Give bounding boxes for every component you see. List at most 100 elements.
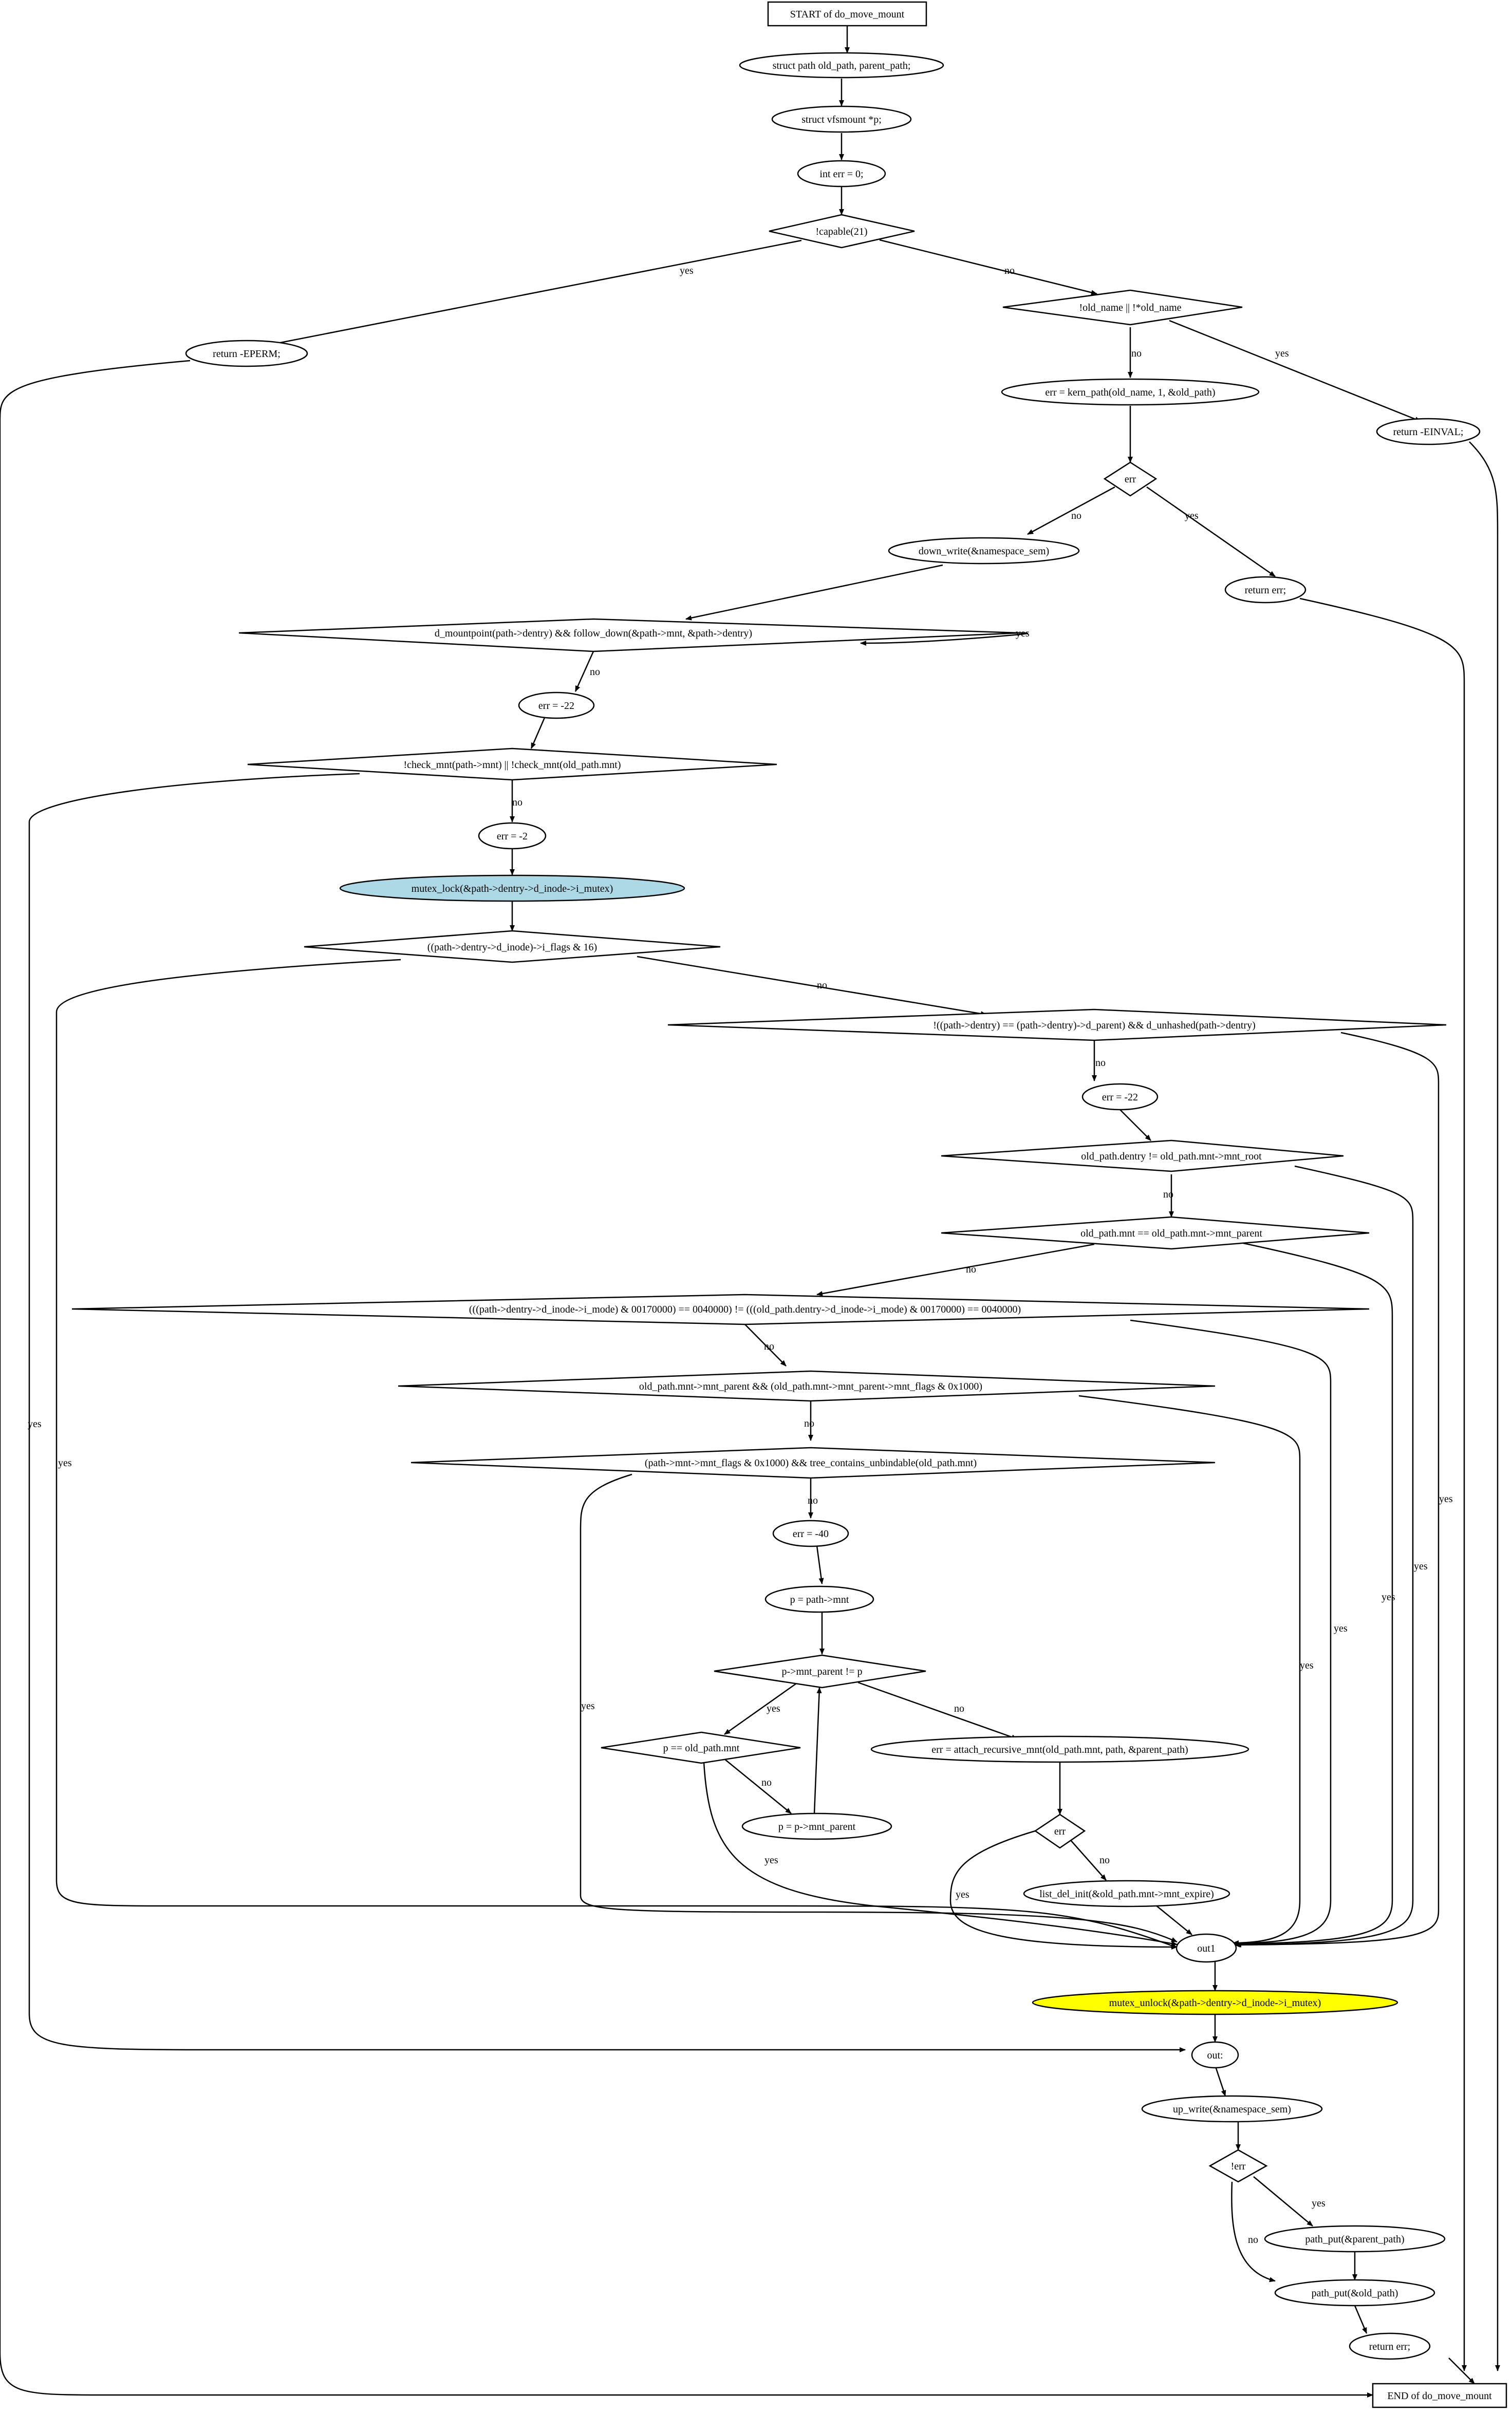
edge-unhashed-out1: [1235, 1032, 1440, 1948]
label-nerr-yes: yes: [1312, 2198, 1326, 2209]
p-next-node: p = p->mnt_parent: [741, 1812, 892, 1840]
edge-oldname-einval: [1169, 320, 1421, 422]
edge-einval-end: [1469, 441, 1500, 2371]
label-shared-no: no: [804, 1418, 814, 1429]
put-parent-node: path_put(&parent_path): [1264, 2225, 1446, 2253]
edge-pnext-loop: [813, 1687, 822, 1814]
edge-eperm-end: [0, 360, 1373, 2398]
ret-err2-label: return err;: [1369, 2341, 1411, 2352]
edge-peq-out1: [703, 1762, 1178, 1947]
edge-reterr-end: [1299, 597, 1467, 2371]
err-check2-node: err: [1034, 1813, 1086, 1849]
edge-mp-loop: [860, 632, 1029, 646]
p-eq-check-node: p == old_path.mnt: [601, 1731, 801, 1764]
unhashed-node: !((path->dentry) == (path->dentry)->d_pa…: [667, 1008, 1447, 1041]
label-mp-no: no: [590, 666, 600, 678]
loop-check-node: p->mnt_parent != p: [714, 1654, 926, 1689]
edge-type-out1: [1130, 1319, 1332, 1946]
edge-err2-out1: [949, 1830, 1178, 1950]
p-assign-node: p = path->mnt: [764, 1585, 874, 1613]
ret-eperm-label: return -EPERM;: [213, 348, 281, 360]
label-cap-yes: yes: [680, 265, 694, 276]
mutex-lock-shape: [339, 874, 685, 902]
label-unh-no: no: [1095, 1057, 1106, 1069]
decl-paths-label: struct path old_path, parent_path;: [773, 60, 911, 71]
start-node: START of do_move_mount: [767, 1, 927, 27]
shared-check-node: old_path.mnt->mnt_parent && (old_path.mn…: [398, 1370, 1216, 1402]
loop-check-label: p->mnt_parent != p: [782, 1666, 863, 1677]
edge-shared-out1: [1078, 1395, 1301, 1945]
label-dead-no: no: [817, 980, 827, 991]
edge-err1-downwrite: [1027, 486, 1115, 535]
start-label: START of do_move_mount: [790, 9, 905, 20]
edge-loop-peq: [724, 1682, 797, 1735]
edge-noterr-putparent: [1253, 2176, 1313, 2226]
put-parent-label: path_put(&parent_path): [1305, 2234, 1404, 2245]
nodes: START of do_move_mount struct path old_p…: [71, 1, 1507, 2408]
label-dead-yes: yes: [58, 1457, 72, 1469]
edge-listdel-out1: [1155, 1905, 1192, 1935]
ret-einval-node: return -EINVAL;: [1376, 418, 1481, 445]
list-del-label: list_del_init(&old_path.mnt->mnt_expire): [1039, 1888, 1214, 1900]
decl-err-label: int err = 0;: [819, 169, 863, 180]
edges: [0, 26, 1500, 2398]
out-node: out:: [1191, 2041, 1239, 2069]
label-nerr-no: no: [1248, 2234, 1258, 2245]
out-label: out:: [1207, 2050, 1223, 2061]
cap-check-node: !capable(21): [769, 214, 915, 249]
mountpoint-loop-label: d_mountpoint(path->dentry) && follow_dow…: [435, 628, 752, 639]
edge-peq-pnext: [724, 1758, 792, 1814]
err-40-node: err = -40: [772, 1520, 849, 1547]
edge-check-out: [28, 773, 1186, 2052]
old-name-check-node: !old_name || !*old_name: [1002, 289, 1243, 326]
err-22b-node: err = -22: [1081, 1083, 1159, 1111]
err-22a-node: err = -22: [518, 691, 595, 719]
mutex-lock-label: mutex_lock(&path->dentry->d_inode->i_mut…: [412, 883, 613, 894]
err-check1-label: err: [1125, 474, 1136, 485]
edge-cap-eperm: [267, 239, 802, 347]
label-unb-no: no: [808, 1495, 818, 1506]
label-root-no: no: [1163, 1189, 1173, 1200]
ret-einval-label: return -EINVAL;: [1393, 426, 1464, 438]
label-chk-no: no: [512, 797, 522, 808]
label-err2-yes: yes: [956, 1889, 969, 1900]
label-shared-yes: yes: [1300, 1660, 1314, 1671]
decl-p-label: struct vfsmount *p;: [801, 114, 882, 125]
kern-path-label: err = kern_path(old_name, 1, &old_path): [1045, 387, 1215, 398]
dead-dir-label: ((path->dentry->d_inode)->i_flags & 16): [427, 942, 597, 953]
root-check-node: old_path.dentry != old_path.mnt->mnt_roo…: [941, 1139, 1344, 1172]
edge-err40-passign: [816, 1545, 824, 1584]
put-old-node: path_put(&old_path): [1274, 2279, 1435, 2307]
end-label: END of do_move_mount: [1387, 2390, 1492, 2402]
parent-check-label: old_path.mnt == old_path.mnt->mnt_parent: [1080, 1228, 1262, 1239]
type-check-node: (((path->dentry->d_inode->i_mode) & 0017…: [71, 1294, 1370, 1325]
edge-err1-reterr: [1146, 486, 1276, 577]
root-check-label: old_path.dentry != old_path.mnt->mnt_roo…: [1081, 1151, 1262, 1162]
label-err1-yes: yes: [1185, 510, 1199, 521]
type-check-label: (((path->dentry->d_inode->i_mode) & 0017…: [469, 1304, 1021, 1315]
unbindable-check-label: (path->mnt->mnt_flags & 0x1000) && tree_…: [645, 1457, 977, 1469]
decl-paths-node: struct path old_path, parent_path;: [739, 52, 944, 79]
edge-putold-reterr: [1354, 2305, 1368, 2334]
err-40-label: err = -40: [793, 1528, 829, 1540]
label-type-no: no: [764, 1341, 774, 1352]
not-err-label: !err: [1231, 2161, 1246, 2172]
edge-downwrite-mp: [685, 564, 943, 621]
decl-err-node: int err = 0;: [797, 160, 886, 188]
label-peq-yes: yes: [764, 1855, 778, 1866]
label-err1-no: no: [1071, 510, 1081, 521]
label-unh-yes: yes: [1439, 1493, 1453, 1505]
up-write-node: up_write(&namespace_sem): [1141, 2095, 1323, 2123]
p-next-label: p = p->mnt_parent: [778, 1821, 856, 1832]
mutex-lock-node: mutex_lock(&path->dentry->d_inode->i_mut…: [339, 874, 685, 902]
label-oldname-yes: yes: [1275, 348, 1289, 359]
label-loop-no: no: [954, 1703, 964, 1714]
not-err-node: !err: [1208, 2149, 1268, 2183]
p-assign-label: p = path->mnt: [790, 1594, 849, 1605]
label-chk-yes: yes: [28, 1418, 42, 1430]
mutex-unlock-shape: [1032, 1990, 1398, 2015]
ret-err1-node: return err;: [1224, 576, 1306, 604]
unbindable-check-node: (path->mnt->mnt_flags & 0x1000) && tree_…: [410, 1447, 1216, 1479]
put-old-label: path_put(&old_path): [1312, 2288, 1398, 2299]
